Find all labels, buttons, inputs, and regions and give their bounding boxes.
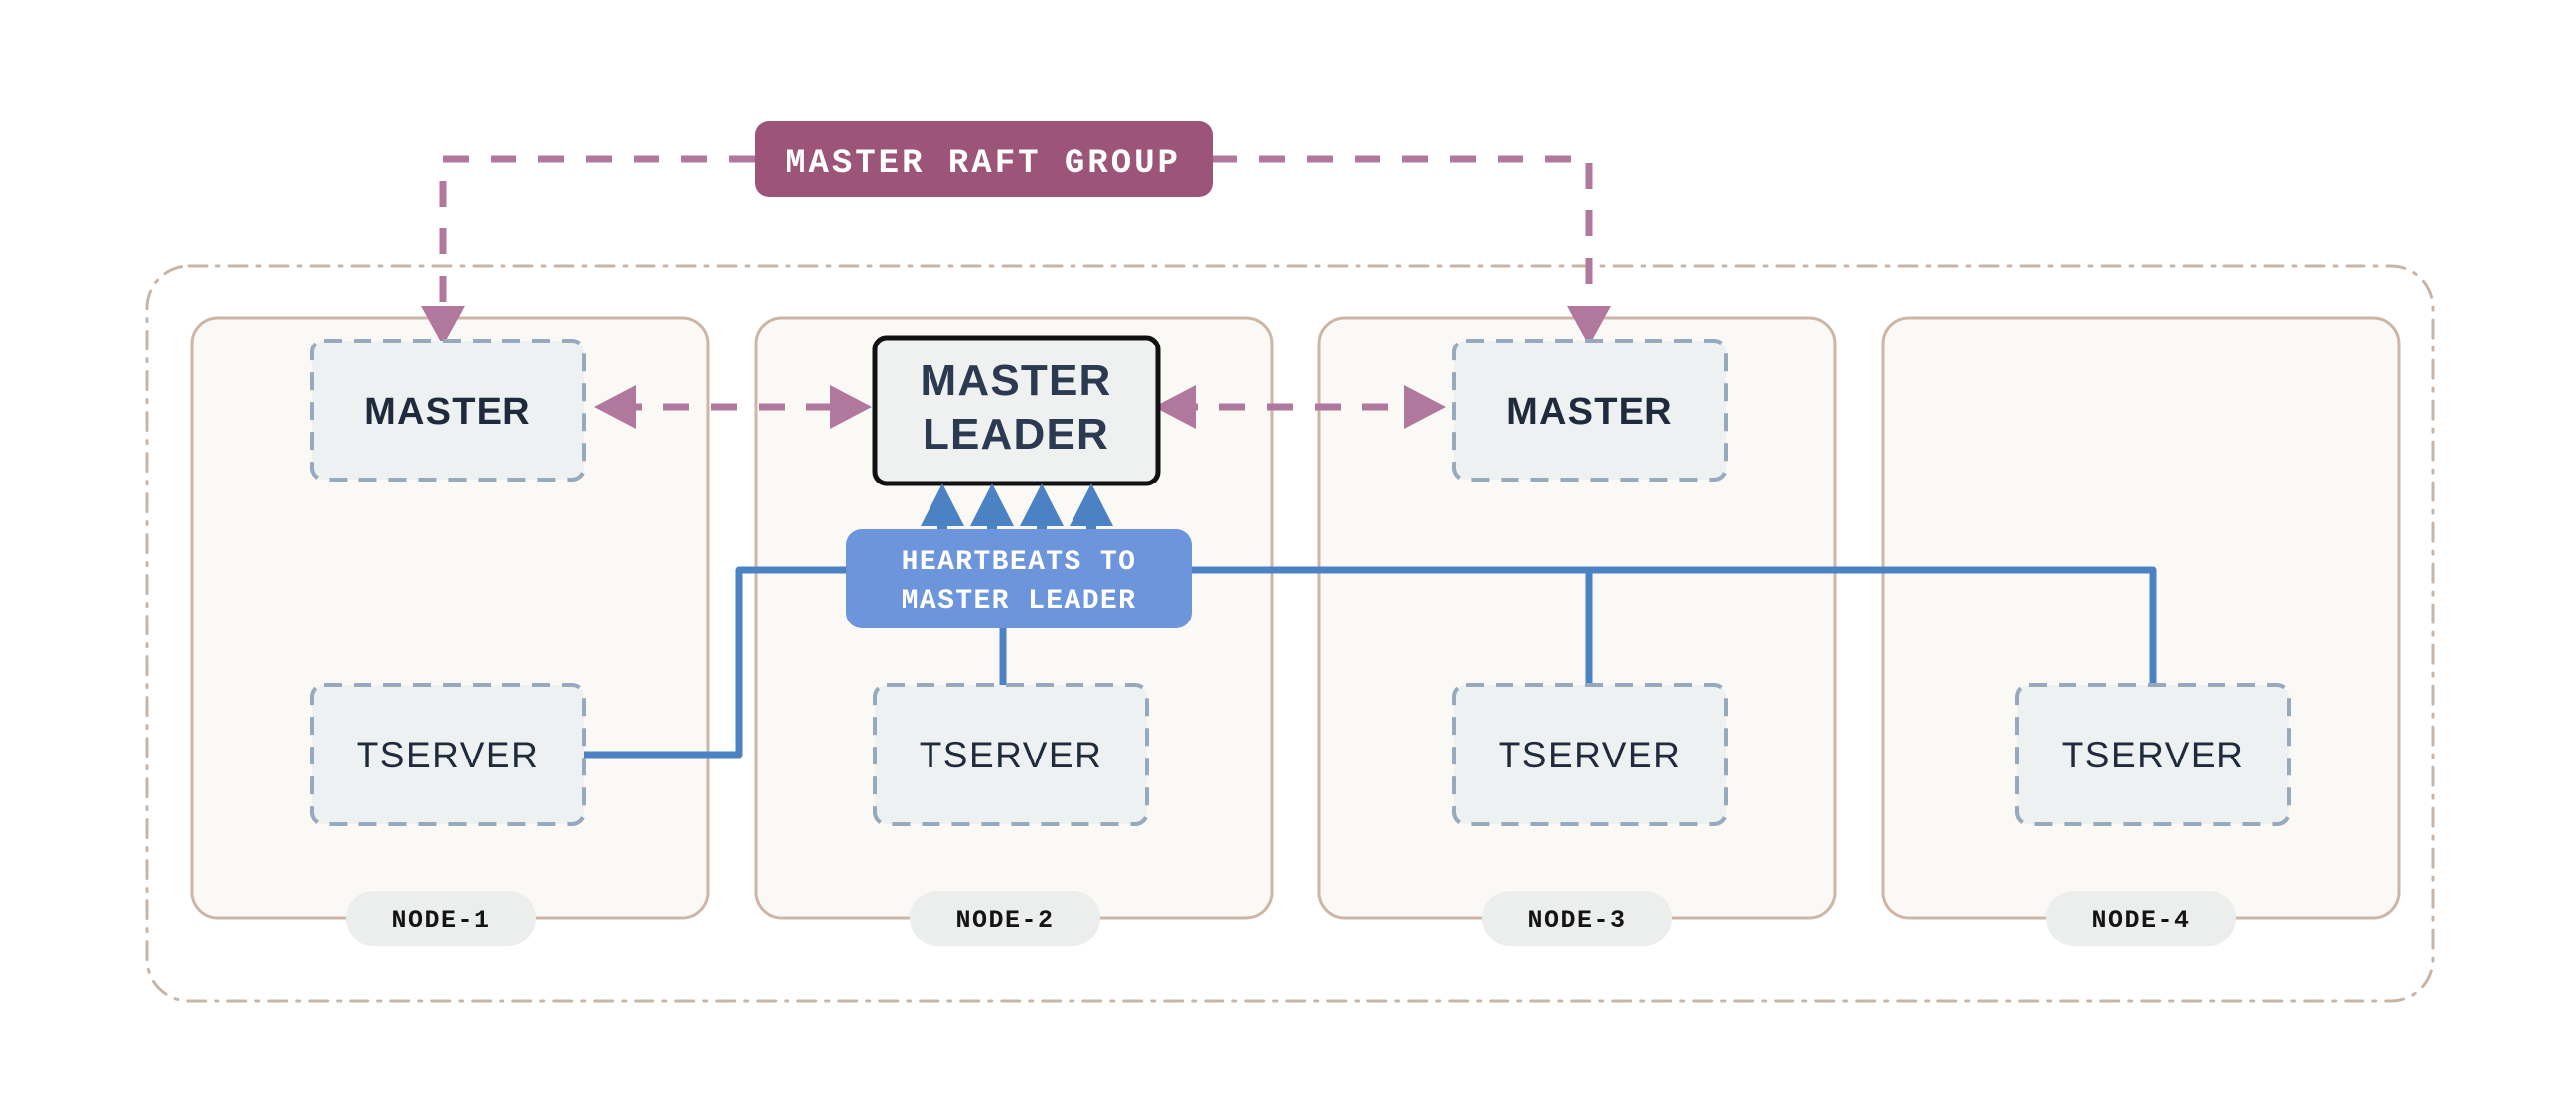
tserver-box-node-2[interactable]	[873, 683, 1149, 826]
node-container-4[interactable]	[1881, 316, 2401, 920]
node-pill-3	[1482, 891, 1672, 946]
heartbeat-arrow-4	[1070, 483, 1113, 536]
raft-arrowhead-right-2	[830, 385, 872, 429]
master-raft-group-pill[interactable]	[755, 121, 1213, 197]
node-label-1: NODE-1	[391, 906, 490, 935]
master-label-node-3: MASTER	[1506, 391, 1673, 433]
node-label-4: NODE-4	[2091, 906, 2190, 935]
heartbeat-arrow-1	[921, 483, 964, 536]
raft-link-right	[1212, 155, 1593, 328]
node-pill-1	[346, 891, 536, 946]
heartbeats-box[interactable]	[846, 529, 1192, 628]
tserver-label-node-1: TSERVER	[357, 735, 540, 775]
heartbeat-link-node-4	[1178, 566, 2157, 685]
heartbeats-label-line2: MASTER LEADER	[902, 586, 1137, 617]
master-box-node-1[interactable]	[310, 339, 586, 482]
master-label-node-1: MASTER	[364, 391, 531, 433]
cluster-boundary	[145, 264, 2435, 1003]
master-leader-label-line1: MASTER	[921, 356, 1112, 405]
raft-arrowhead-down-left	[421, 306, 465, 345]
master-raft-group-label: MASTER RAFT GROUP	[786, 145, 1181, 183]
node-label-3: NODE-3	[1527, 906, 1626, 935]
tserver-box-node-3[interactable]	[1452, 683, 1728, 826]
tserver-label-node-2: TSERVER	[920, 735, 1103, 775]
heartbeat-arrow-3	[1020, 483, 1064, 536]
tserver-box-node-4[interactable]	[2015, 683, 2291, 826]
raft-arrowhead-left-2	[1154, 385, 1196, 429]
node-pill-2	[910, 891, 1100, 946]
tserver-label-node-4: TSERVER	[2062, 735, 2245, 775]
node-pill-4	[2046, 891, 2236, 946]
master-leader-box[interactable]	[872, 335, 1161, 486]
heartbeat-arrows-group	[921, 483, 1113, 536]
tserver-box-node-1[interactable]	[310, 683, 586, 826]
raft-link-left	[439, 155, 755, 328]
raft-arrowhead-down-right	[1567, 306, 1611, 345]
tserver-label-node-3: TSERVER	[1499, 735, 1682, 775]
heartbeat-link-node-1	[584, 566, 860, 759]
master-leader-label-line2: LEADER	[923, 410, 1109, 459]
master-box-node-3[interactable]	[1452, 339, 1728, 482]
raft-arrowhead-right-1	[1404, 385, 1446, 429]
heartbeat-arrow-2	[970, 483, 1014, 536]
raft-arrowhead-left-1	[594, 385, 636, 429]
heartbeats-label-line1: HEARTBEATS TO	[902, 547, 1137, 578]
node-label-2: NODE-2	[955, 906, 1054, 935]
